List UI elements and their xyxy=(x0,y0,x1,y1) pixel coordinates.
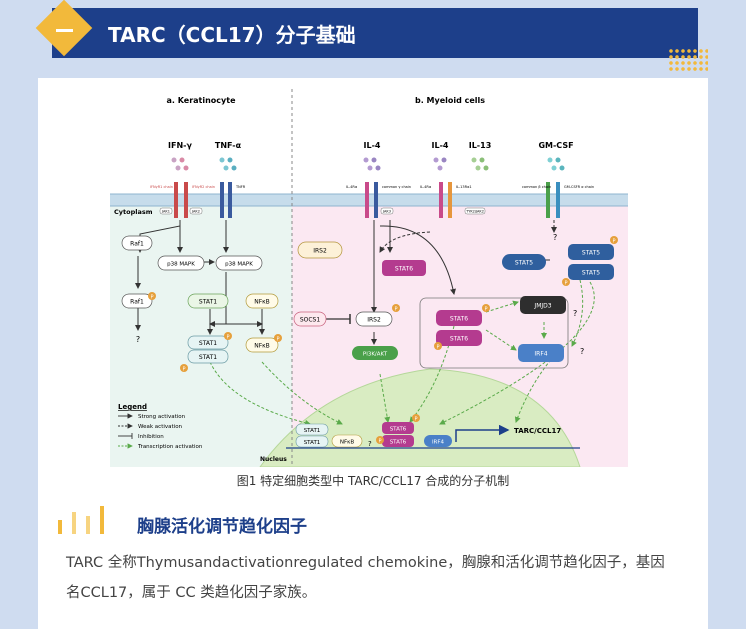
section-header-title: TARC（CCL17）分子基础 xyxy=(108,23,356,47)
legend-title: Legend xyxy=(118,403,147,411)
nucleus-label: Nucleus xyxy=(260,456,287,463)
svg-text:P: P xyxy=(226,334,229,340)
figure-caption: 图1 特定细胞类型中 TARC/CCL17 合成的分子机制 xyxy=(236,474,510,488)
node-irs2-top: IRS2 xyxy=(313,248,327,255)
legend-item-inhibition: Inhibition xyxy=(138,434,164,440)
phosphate-markers: P P P P P P P P P P P xyxy=(148,236,618,444)
svg-text:P: P xyxy=(378,438,381,444)
ligand-ifng: IFN-γ xyxy=(168,141,192,150)
nuc-stat1-b: STAT1 xyxy=(304,440,321,446)
panel-b-label: b. Myeloid cells xyxy=(415,96,485,105)
cytoplasm-label: Cytoplasm xyxy=(114,208,153,216)
svg-text:P: P xyxy=(150,294,153,300)
node-irf4: IRF4 xyxy=(534,351,547,358)
node-stat6-top: STAT6 xyxy=(395,266,413,273)
svg-text:P: P xyxy=(414,416,417,422)
node-stat1-top: STAT1 xyxy=(199,299,217,306)
receptor-gmcsfr: GM-CSFR α chain xyxy=(564,185,594,189)
target-gene-label: TARC/CCL17 xyxy=(514,427,561,435)
section-header-bar xyxy=(52,8,698,58)
node-p38-right: p38 MAPK xyxy=(225,262,253,268)
node-jmjd3: JMJD3 xyxy=(533,303,551,310)
svg-text:P: P xyxy=(484,306,487,312)
kinase-tyk2: TYK2/JAK2 xyxy=(465,210,484,214)
nuc-stat6-b: STAT6 xyxy=(390,440,407,446)
receptor-ifngr2: IFNγR2 chain xyxy=(192,185,215,189)
nuc-irf4: IRF4 xyxy=(432,440,445,446)
svg-text:P: P xyxy=(182,366,185,372)
receptor-il4ra-1: IL-4Rα xyxy=(346,185,358,189)
receptor-gamma-c: common γ chain xyxy=(382,185,411,189)
node-pi3k-akt: PI3K/AKT xyxy=(363,352,388,358)
node-stat1-mid-2: STAT1 xyxy=(199,354,217,361)
receptors xyxy=(174,182,560,218)
ligand-il4-b: IL-4 xyxy=(432,141,449,150)
receptor-ifngr1: IFNγR1 chain xyxy=(150,185,173,189)
pathway-figure: a. Keratinocyte b. Myeloid cells IFN-γ T… xyxy=(110,84,628,467)
ligand-dots xyxy=(171,157,565,171)
nuc-question: ? xyxy=(368,440,372,448)
node-raf1-top: Raf1 xyxy=(130,241,144,248)
receptor-tnfr: TNFR xyxy=(235,185,246,189)
receptor-common-beta: common β chain xyxy=(522,185,551,189)
node-question-2: ? xyxy=(573,309,577,318)
body-paragraph: TARC 全称Thymusandactivationregulated chem… xyxy=(66,555,665,601)
svg-text:P: P xyxy=(564,280,567,286)
panel-a-label: a. Keratinocyte xyxy=(166,96,236,105)
receptor-il13ra1: IL-13Rα1 xyxy=(456,185,472,189)
legend-item-weak: Weak activation xyxy=(138,424,183,430)
node-nfkb-mid: NFκB xyxy=(254,343,270,350)
node-irs2-mid: IRS2 xyxy=(367,317,381,324)
node-stat5-right-2: STAT5 xyxy=(582,270,600,277)
ligand-gmcsf: GM-CSF xyxy=(538,141,573,150)
node-question-4: ? xyxy=(553,233,557,242)
kinase-jak3: JAK3 xyxy=(382,210,391,214)
node-question-1: ? xyxy=(136,335,140,344)
svg-text:P: P xyxy=(394,306,397,312)
ligand-il13: IL-13 xyxy=(469,141,492,150)
node-stat6-mid-2: STAT6 xyxy=(450,336,468,343)
node-stat1-mid-1: STAT1 xyxy=(199,340,217,347)
nuc-stat1-a: STAT1 xyxy=(304,428,321,434)
kinase-jak1: JAK1 xyxy=(161,210,170,214)
svg-text:P: P xyxy=(436,344,439,350)
svg-text:P: P xyxy=(276,336,279,342)
node-p38-left: p38 MAPK xyxy=(167,262,195,268)
legend-item-strong: Strong activation xyxy=(138,414,186,420)
node-stat5-left: STAT5 xyxy=(515,260,533,267)
node-stat5-right-1: STAT5 xyxy=(582,250,600,257)
legend-swatches xyxy=(118,413,133,449)
node-stat6-mid-1: STAT6 xyxy=(450,316,468,323)
kinase-jak2: JAK2 xyxy=(191,210,200,214)
node-nfkb-top: NFκB xyxy=(254,299,270,306)
node-socs1: SOCS1 xyxy=(300,317,321,324)
node-question-3: ? xyxy=(580,347,584,356)
receptor-il4ra-2: IL-4Rα xyxy=(420,185,432,189)
nuc-nfkb: NFκB xyxy=(340,440,355,446)
legend-item-transcription: Transcription activation xyxy=(137,444,203,450)
decorative-dot-grid xyxy=(668,48,708,72)
node-raf1-bottom: Raf1 xyxy=(130,299,144,306)
section-title: 胸腺活化调节趋化因子 xyxy=(137,517,307,537)
section-number-mark xyxy=(56,29,73,32)
ligand-il4-a: IL-4 xyxy=(364,141,381,150)
nuc-stat6-a: STAT6 xyxy=(390,427,407,433)
svg-text:P: P xyxy=(612,238,615,244)
activation-arrows xyxy=(135,220,557,345)
ligand-tnfa: TNF-α xyxy=(215,141,242,150)
